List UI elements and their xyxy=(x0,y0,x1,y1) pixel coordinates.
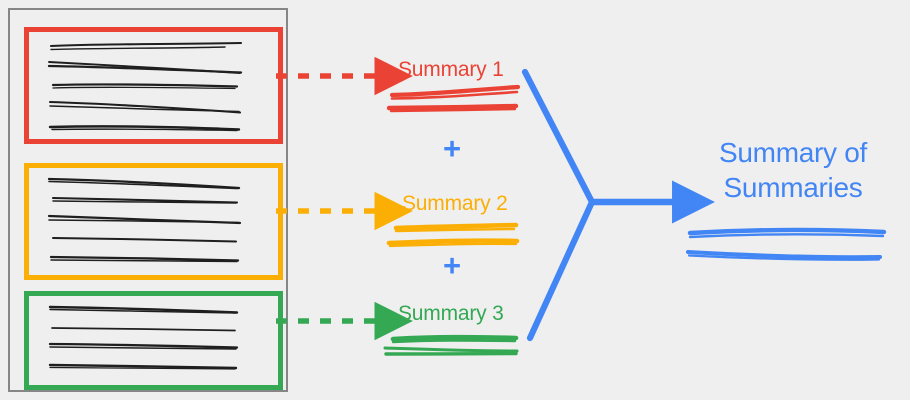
chunk-orange-text-lines xyxy=(47,177,242,263)
summary-3-squiggles xyxy=(383,334,519,356)
summary-1-label[interactable]: Summary 1 xyxy=(398,58,504,81)
document-chunk-red[interactable] xyxy=(24,27,283,144)
final-summary-squiggles xyxy=(686,227,887,261)
summary-3-label[interactable]: Summary 3 xyxy=(398,302,504,325)
document-chunk-green[interactable] xyxy=(24,291,283,390)
summary-1-squiggles xyxy=(386,84,521,113)
final-title-line-1: Summary of xyxy=(719,137,867,168)
summary-of-summaries-title[interactable]: Summary of Summaries xyxy=(688,135,898,206)
document-stack-container xyxy=(8,8,288,392)
document-chunk-orange[interactable] xyxy=(24,163,283,280)
summary-2-squiggles xyxy=(386,222,520,248)
merge-arrow-blue xyxy=(521,68,596,342)
plus-operator-2: + xyxy=(443,248,462,283)
plus-operator-1: + xyxy=(443,131,462,166)
chunk-green-text-lines xyxy=(48,305,239,370)
chunk-red-text-lines xyxy=(47,41,243,132)
summary-2-label[interactable]: Summary 2 xyxy=(402,192,508,215)
final-title-line-2: Summaries xyxy=(723,172,863,204)
